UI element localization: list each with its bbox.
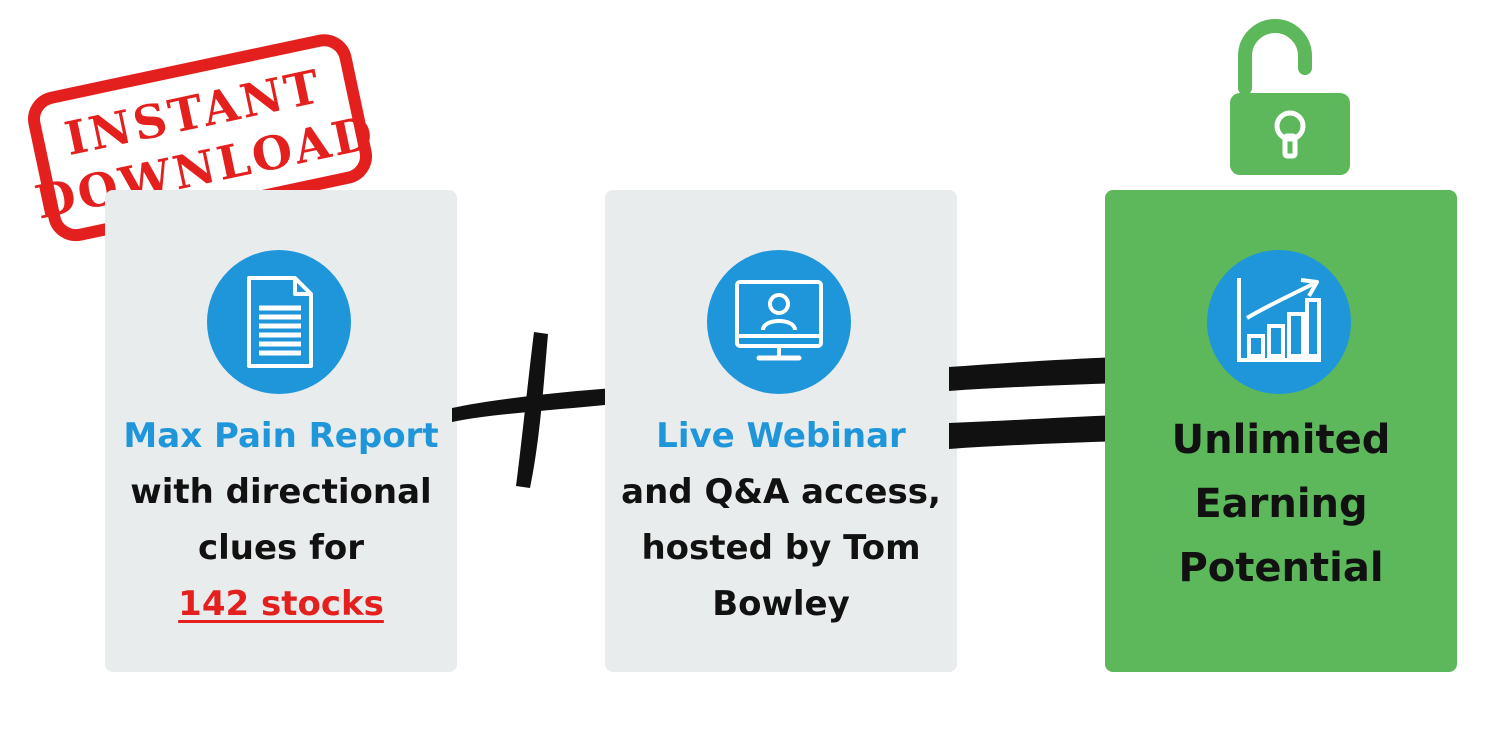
webinar-icon-circle (707, 250, 851, 394)
report-line-2: clues for (197, 528, 365, 568)
webinar-line-1: and Q&A access, (621, 472, 941, 512)
growth-chart-icon (1237, 278, 1321, 362)
max-pain-report-card: Max Pain Report with directional clues f… (105, 190, 457, 672)
report-title: Max Pain Report (123, 416, 439, 456)
stocks-count-link[interactable]: 142 stocks (178, 584, 384, 624)
unlocked-padlock-icon (1230, 19, 1350, 175)
document-icon (247, 276, 313, 368)
webinar-screen-icon (735, 280, 823, 361)
earning-line-3: Potential (1178, 545, 1384, 591)
equals-icon (949, 357, 1121, 449)
report-line-1: with directional (130, 472, 432, 512)
plus-icon (452, 332, 614, 488)
webinar-description: Live Webinar and Q&A access, hosted by T… (605, 408, 957, 632)
webinar-line-2: hosted by Tom (641, 528, 921, 568)
report-description: Max Pain Report with directional clues f… (105, 408, 457, 632)
earning-line-2: Earning (1194, 481, 1368, 527)
earning-line-1: Unlimited (1171, 417, 1391, 463)
live-webinar-card: Live Webinar and Q&A access, hosted by T… (605, 190, 957, 672)
earning-potential-card: Unlimited Earning Potential (1105, 190, 1457, 672)
webinar-line-3: Bowley (712, 584, 850, 624)
document-icon-circle (207, 250, 351, 394)
earning-description: Unlimited Earning Potential (1105, 408, 1457, 600)
growth-icon-circle (1207, 250, 1351, 394)
webinar-title: Live Webinar (656, 416, 906, 456)
